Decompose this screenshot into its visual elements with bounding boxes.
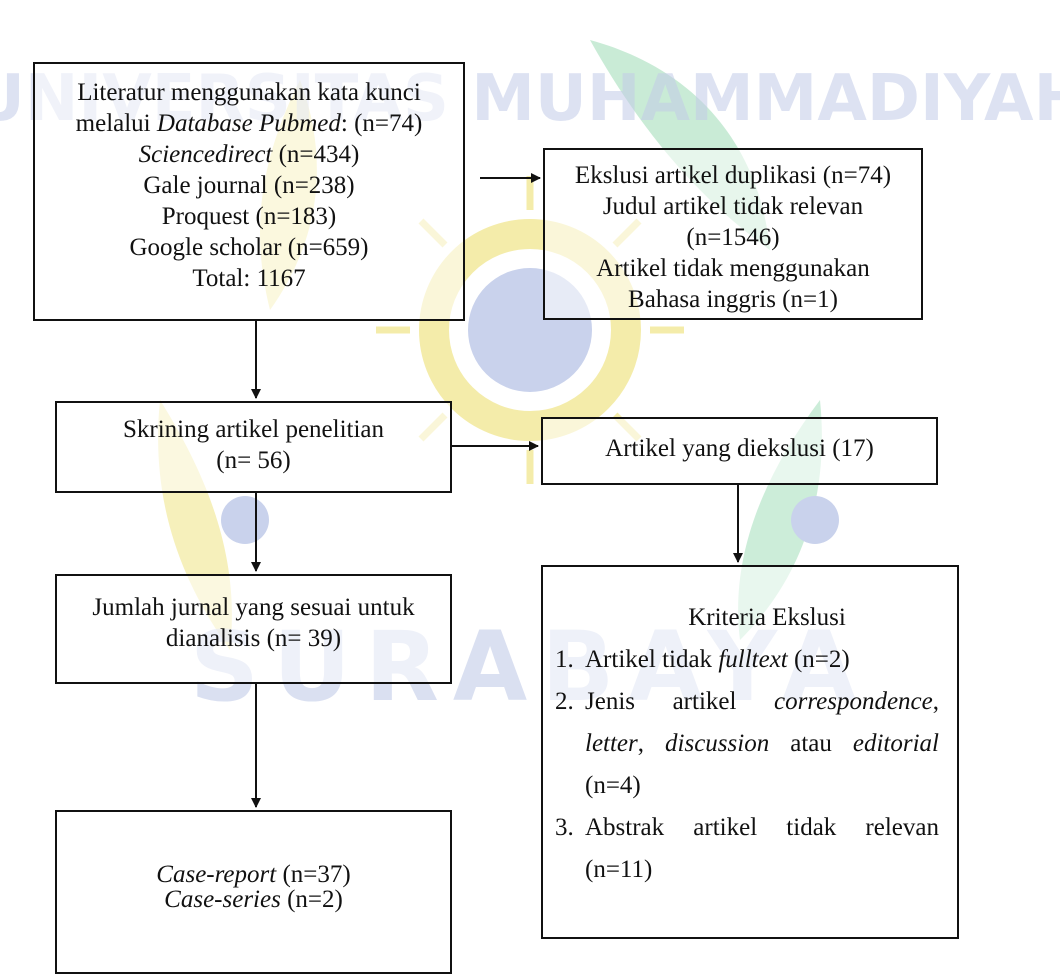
criteria-item-2-number: 2. xyxy=(555,688,574,715)
search-line-5: Proquest (n=183) xyxy=(161,203,337,230)
criteria-item-3: 3. Abstrak artikel tidak relevan (n=11) xyxy=(555,807,939,891)
criteria-item-2-text: Jenis artikel correspondence, letter, di… xyxy=(585,681,939,807)
search-sources-box: Literatur menggunakan kata kunci melalui… xyxy=(33,62,465,321)
criteria-item-3-text: Abstrak artikel tidak relevan (n=11) xyxy=(585,814,939,883)
exclusion2-line-1: Artikel yang diekslusi (17) xyxy=(605,435,874,462)
criteria-item-1-term: fulltext xyxy=(718,646,788,673)
exclusion1-line-3: (n=1546) xyxy=(686,224,780,251)
search-line-3: Sciencedirect (n=434) xyxy=(35,139,463,170)
included-studies-box: Case-report (n=37) Case-series (n=2) xyxy=(55,810,452,974)
result-case-report: Case-report xyxy=(156,861,277,888)
result-case-report-count: (n=37) xyxy=(276,861,351,888)
result-case-series-count: (n=2) xyxy=(280,886,343,913)
screening-line-1: Skrining artikel penelitian xyxy=(122,416,385,443)
search-line-1: Literatur menggunakan kata kunci xyxy=(77,79,421,106)
identification-exclusion-box: Ekslusi artikel duplikasi (n=74) Judul a… xyxy=(543,148,923,320)
criteria-item-2-sep-2: , xyxy=(637,730,666,757)
search-line-2-count: : (n=74) xyxy=(340,110,423,137)
search-line-6: Google scholar (n=659) xyxy=(129,234,369,261)
search-line-2-prefix: melalui xyxy=(75,110,157,137)
exclusion1-line-2: Judul artikel tidak relevan xyxy=(602,193,864,220)
criteria-item-1-count: (n=2) xyxy=(787,646,850,673)
exclusion-criteria-box: Kriteria Ekslusi 1. Artikel tidak fullte… xyxy=(541,565,959,939)
criteria-heading: Kriteria Ekslusi xyxy=(688,604,846,631)
result-case-series: Case-series xyxy=(164,886,281,913)
criteria-item-2-term-4: editorial xyxy=(852,730,939,757)
criteria-item-2-term-2: letter xyxy=(585,730,638,757)
screening-box: Skrining artikel penelitian (n= 56) xyxy=(55,401,452,493)
search-line-3-count: (n=434) xyxy=(272,141,360,168)
search-line-2: melalui Database Pubmed: (n=74) xyxy=(35,108,463,139)
criteria-item-2-sep-3: atau xyxy=(769,730,853,757)
exclusion1-line-1: Ekslusi artikel duplikasi (n=74) xyxy=(574,162,892,189)
criteria-item-3-number: 3. xyxy=(555,814,574,841)
criteria-item-2-sep-1: , xyxy=(932,688,939,715)
screening-count: (n= 56) xyxy=(216,447,291,474)
criteria-item-2: 2. Jenis artikel correspondence, letter,… xyxy=(555,681,939,807)
search-line-2-database: Database Pubmed xyxy=(156,110,341,137)
criteria-item-2-term-3: discussion xyxy=(665,730,770,757)
analyzed-count: dianalisis (n= 39) xyxy=(165,625,342,652)
criteria-item-1: 1. Artikel tidak fulltext (n=2) xyxy=(555,639,939,681)
criteria-item-2-term-1: correspondence xyxy=(774,688,933,715)
criteria-item-1-prefix: Artikel tidak xyxy=(585,646,719,673)
result-line-1: Case-report (n=37) xyxy=(57,862,450,887)
exclusion1-line-4: Artikel tidak menggunakan xyxy=(596,255,870,282)
result-line-2: Case-series (n=2) xyxy=(57,887,450,912)
criteria-item-2-count: (n=4) xyxy=(585,772,641,799)
exclusion1-line-5: Bahasa inggris (n=1) xyxy=(628,286,838,313)
search-line-3-source: Sciencedirect xyxy=(138,141,273,168)
criteria-item-1-number: 1. xyxy=(555,646,574,673)
criteria-item-2-prefix: Jenis artikel xyxy=(585,688,774,715)
analyzed-line-1: Jumlah jurnal yang sesuai untuk xyxy=(92,594,415,621)
search-total: Total: 1167 xyxy=(192,265,306,292)
screening-exclusion-box: Artikel yang diekslusi (17) xyxy=(541,417,938,485)
search-line-4: Gale journal (n=238) xyxy=(143,172,355,199)
analyzed-box: Jumlah jurnal yang sesuai untuk dianalis… xyxy=(55,574,452,684)
criteria-item-1-text: Artikel tidak fulltext (n=2) xyxy=(585,639,939,681)
